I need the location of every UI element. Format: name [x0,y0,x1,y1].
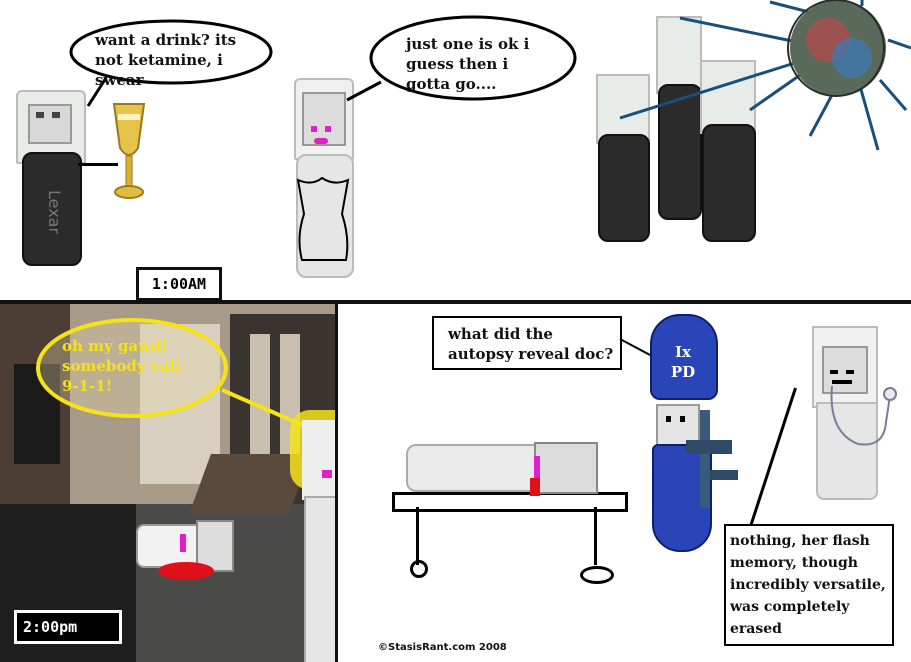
shout-text: oh my gawd! somebody call 9-1-1! [62,337,182,395]
blue-pill-capsule [650,314,718,400]
answer-box [724,524,894,646]
rifle-icon [686,410,738,508]
speech-text-2: just one is ok i guess then i gotta go..… [406,35,530,93]
disco-ball-icon [619,0,911,151]
lexar-logo: Lexar [45,190,64,235]
blood-pool [158,562,214,580]
top-panel: Lexar want a drink? its not ketamine, i … [0,0,911,300]
question-box [432,316,622,370]
doctor-drive [812,326,897,500]
lexar-drive-bartender: Lexar [14,90,86,266]
fallen-drive [136,520,234,572]
goblet-icon [112,103,146,199]
autopsy-table-top [392,492,628,512]
table-wheel-left [410,560,428,578]
speech-text-1: want a drink? its not ketamine, i swear [95,31,237,89]
white-drive-victim [292,78,354,278]
panel-divider-vertical [335,300,338,662]
pill-label: Ix PD [670,343,696,381]
panel-divider-horizontal [0,300,911,304]
time-label-2: 2:00pm [14,610,122,644]
shout-bubble [36,318,333,440]
speech-bubble-2 [346,15,577,102]
lexar-drive-group [596,16,756,242]
speech-bubble-1 [69,19,273,107]
table-wheel-right [580,566,614,584]
stethoscope-icon [830,385,897,446]
question-text: what did the autopsy reveal doc? [448,325,614,363]
copyright-credit: ©StasisRant.com 2008 [378,642,507,653]
answer-text: nothing, her flash memory, though incred… [730,533,886,637]
time-label-1: 1:00AM [136,267,222,301]
yellow-hair-drive [290,410,335,662]
alley-panel: oh my gawd! somebody call 9-1-1! 2:00pm [0,304,335,662]
armed-blue-drive [648,404,742,554]
body-drive-on-table [406,442,598,496]
autopsy-panel: what did the autopsy reveal doc? Ix PD [338,304,911,662]
dress-outline-icon [296,176,350,261]
